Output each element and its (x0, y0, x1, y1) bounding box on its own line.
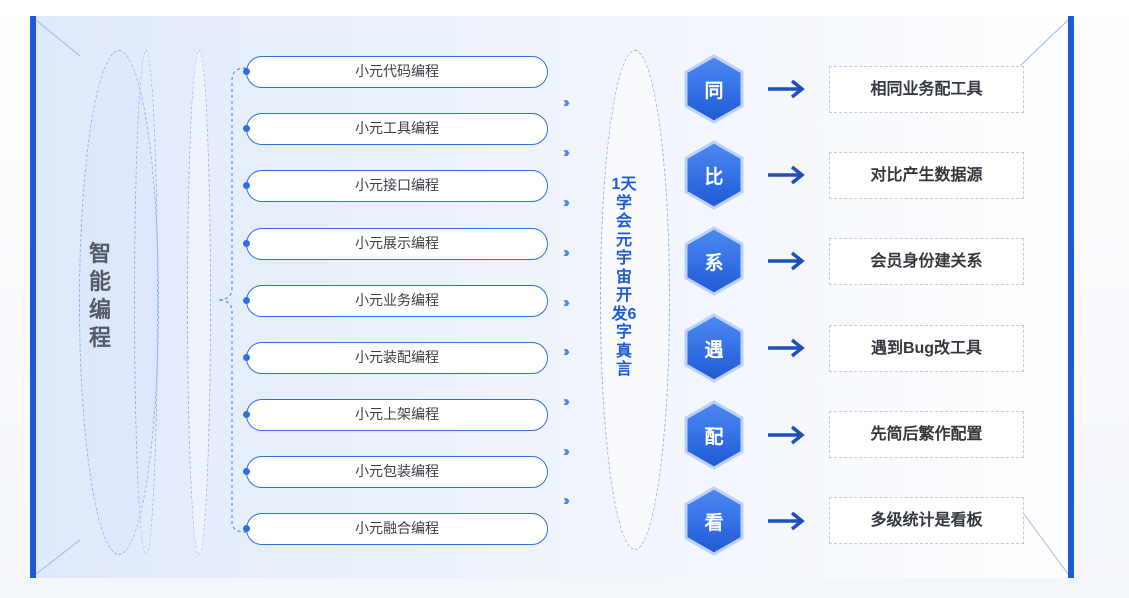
list-item: 小元展示编程 (243, 228, 548, 260)
hexagon-shape (684, 226, 744, 296)
bullet-dot (243, 240, 250, 247)
list-item: 小元业务编程 (243, 285, 548, 317)
list-item: 小元工具编程 (243, 113, 548, 145)
hexagon-shape (684, 140, 744, 210)
slogan-text: 1天学会元宇宙开发6字真言 (611, 176, 637, 378)
hexagon-shape (684, 54, 744, 124)
arrow-right-icon (768, 338, 805, 358)
right-edge-bar (1068, 16, 1074, 578)
chevron-right-icon: ››› (563, 443, 570, 460)
chevron-right-icon: ››› (563, 94, 570, 111)
hexagon-shape (684, 400, 744, 470)
list-item: 小元接口编程 (243, 170, 548, 202)
principle-description: 相同业务配工具 (829, 66, 1024, 113)
left-edge-bar (30, 16, 36, 578)
chevron-right-icon: ››› (563, 244, 570, 261)
principle-description: 遇到Bug改工具 (829, 325, 1024, 372)
chevron-right-icon: ››› (563, 393, 570, 410)
list-item-label: 小元装配编程 (355, 349, 439, 365)
arrow-right-icon (768, 251, 805, 271)
bullet-dot (243, 525, 250, 532)
list-item-label: 小元融合编程 (355, 520, 439, 536)
bullet-dot (243, 182, 250, 189)
main-title: 智能编程 (88, 241, 113, 350)
list-item-label: 小元展示编程 (355, 235, 439, 251)
bullet-dot (243, 68, 250, 75)
list-item-label: 小元代码编程 (355, 63, 439, 79)
list-item: 小元融合编程 (243, 513, 548, 545)
principle-hexagon: 看 (683, 486, 745, 556)
hexagon-shape (684, 486, 744, 556)
principle-hexagon: 配 (683, 400, 745, 470)
chevron-right-icon: ››› (563, 294, 570, 311)
bullet-dot (243, 125, 250, 132)
bullet-dot (243, 354, 250, 361)
list-item-label: 小元上架编程 (355, 406, 439, 422)
principle-char: 看 (704, 512, 724, 534)
arrow-right-icon (768, 425, 805, 445)
principle-description: 多级统计是看板 (829, 497, 1024, 544)
chevron-right-icon: ››› (563, 343, 570, 360)
list-item-label: 小元包装编程 (355, 463, 439, 479)
bullet-dot (243, 297, 250, 304)
slogan-ellipse (600, 50, 670, 550)
principle-char: 同 (704, 80, 724, 102)
arrow-right-icon (768, 511, 805, 531)
chevron-right-icon: ››› (563, 144, 570, 161)
category-ellipse-rim (134, 50, 158, 555)
list-item-label: 小元接口编程 (355, 177, 439, 193)
principle-char: 配 (704, 426, 724, 448)
list-item: 小元代码编程 (243, 56, 548, 88)
principle-description: 先简后繁作配置 (829, 411, 1024, 458)
hexagon-shape (684, 313, 744, 383)
chevron-right-icon: ››› (563, 492, 570, 509)
principle-description: 对比产生数据源 (829, 152, 1024, 199)
principle-hexagon: 比 (683, 140, 745, 210)
principle-char: 遇 (704, 339, 724, 361)
list-item-label: 小元工具编程 (355, 120, 439, 136)
list-item: 小元上架编程 (243, 399, 548, 431)
arrow-right-icon (768, 165, 805, 185)
principle-char: 比 (704, 166, 724, 188)
bullet-dot (243, 468, 250, 475)
bullet-dot (243, 411, 250, 418)
principle-hexagon: 系 (683, 226, 745, 296)
connector-ellipse (187, 50, 211, 555)
chevron-right-icon: ››› (563, 194, 570, 211)
list-item: 小元装配编程 (243, 342, 548, 374)
principle-hexagon: 同 (683, 54, 745, 124)
principle-hexagon: 遇 (683, 313, 745, 383)
list-item: 小元包装编程 (243, 456, 548, 488)
principle-char: 系 (704, 252, 724, 274)
list-item-label: 小元业务编程 (355, 292, 439, 308)
arrow-right-icon (768, 79, 805, 99)
principle-description: 会员身份建关系 (829, 238, 1024, 285)
